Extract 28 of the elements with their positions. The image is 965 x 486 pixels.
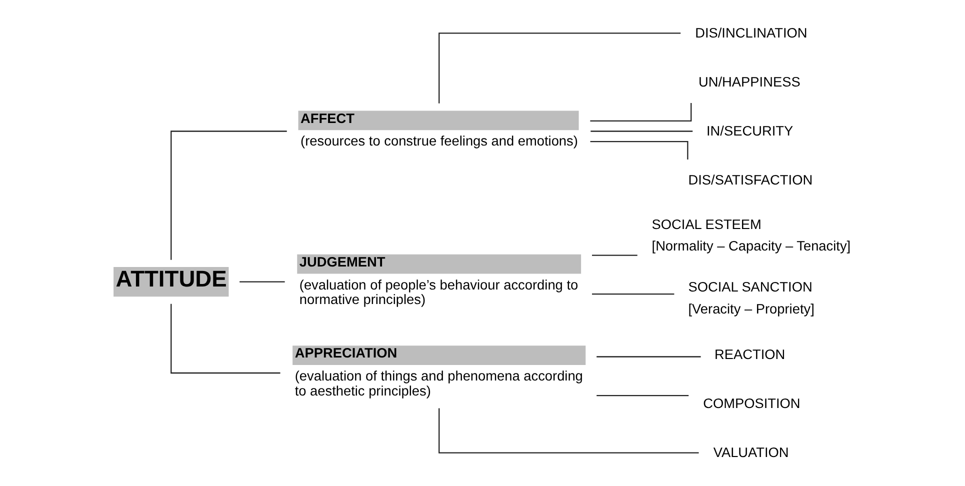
connector bbox=[596, 394, 688, 396]
node-text: UN/HAPPINESS bbox=[698, 74, 800, 90]
node-label: (evaluation of people’s behaviour according to normative principles) bbox=[298, 277, 578, 308]
connector bbox=[590, 102, 692, 122]
node-label: (resources to construe feelings and emotions) bbox=[300, 134, 578, 149]
connector bbox=[438, 408, 698, 454]
connector bbox=[438, 32, 680, 104]
connector bbox=[592, 254, 637, 256]
node-text: DIS/SATISFACTION bbox=[688, 172, 812, 188]
connector bbox=[590, 140, 688, 160]
node-box: AFFECT bbox=[298, 110, 578, 130]
node-text: VALUATION bbox=[712, 444, 788, 460]
node-text: SOCIAL ESTEEM [Normality – Capacity – Tenacity] bbox=[651, 216, 850, 254]
node-box: ATTITUDE bbox=[113, 266, 228, 297]
connector bbox=[170, 304, 280, 374]
node-text: IN/SECURITY bbox=[706, 123, 793, 138]
node-label: (evaluation of things and phenomena according to aesthetic principles) bbox=[294, 368, 582, 398]
connector bbox=[239, 281, 284, 282]
node-text: COMPOSITION bbox=[702, 396, 800, 411]
connector bbox=[590, 130, 692, 132]
connector bbox=[170, 130, 286, 260]
node-box: JUDGEMENT bbox=[296, 254, 581, 274]
node-text: REACTION bbox=[714, 346, 785, 362]
node-text: SOCIAL SANCTION [Veracity – Propriety] bbox=[688, 280, 814, 316]
node-text: DIS/INCLINATION bbox=[694, 25, 807, 40]
connector bbox=[592, 293, 674, 295]
node-box: APPRECIATION bbox=[292, 346, 586, 366]
connector bbox=[596, 356, 700, 358]
